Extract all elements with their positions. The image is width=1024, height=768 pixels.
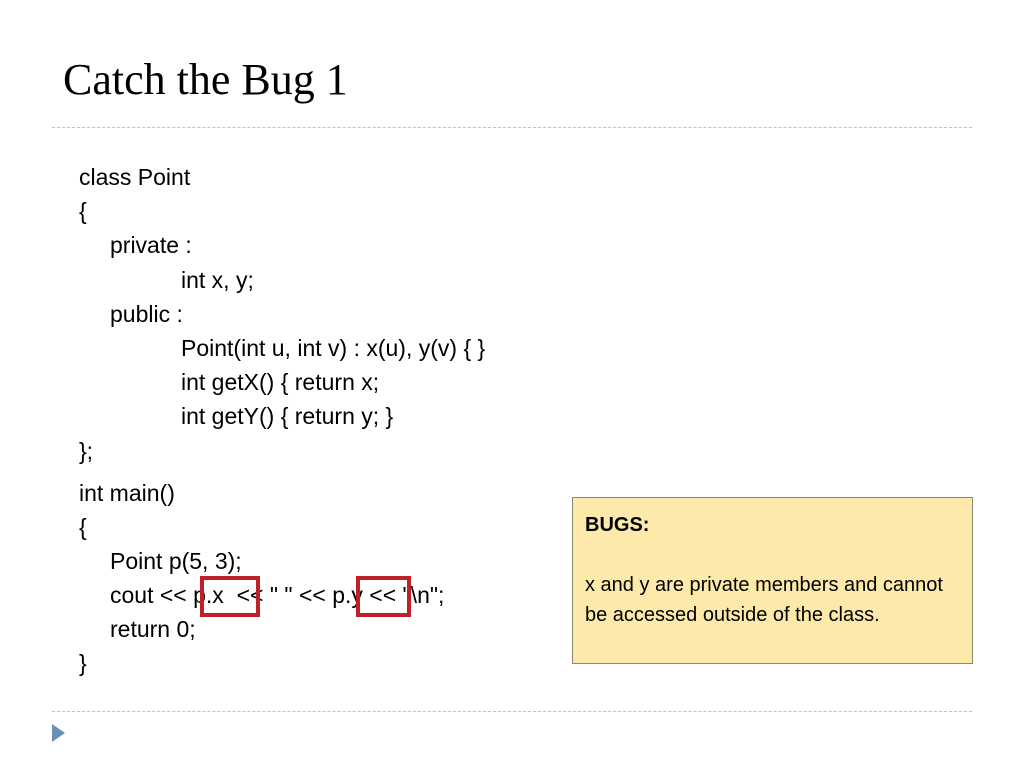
bugs-heading: BUGS: [585, 514, 650, 536]
code-line: private : [110, 232, 192, 258]
bug-highlight-px [200, 576, 260, 617]
code-line: Point p(5, 3); [110, 548, 242, 574]
code-line: Point(int u, int v) : x(u), y(v) { } [181, 335, 486, 361]
code-line: } [79, 650, 87, 676]
bug-highlight-py [356, 576, 411, 617]
bottom-divider [52, 711, 972, 712]
slide-title: Catch the Bug 1 [63, 55, 348, 104]
code-line: { [79, 198, 87, 224]
bugs-text: x and y are private members and cannot b… [585, 574, 943, 626]
code-line: { [79, 514, 87, 540]
bugs-callout: BUGS: x and y are private members and ca… [572, 497, 973, 664]
code-line: int getY() { return y; } [181, 403, 394, 429]
code-line: class Point [79, 164, 191, 190]
code-line: int main() [79, 480, 175, 506]
code-line: return 0; [110, 616, 196, 642]
triangle-right-icon [52, 724, 65, 742]
code-line: int x, y; [181, 267, 254, 293]
code-line: int getX() { return x; [181, 369, 380, 395]
code-line: }; [79, 438, 94, 464]
code-line: public : [110, 301, 183, 327]
top-divider [52, 127, 972, 128]
